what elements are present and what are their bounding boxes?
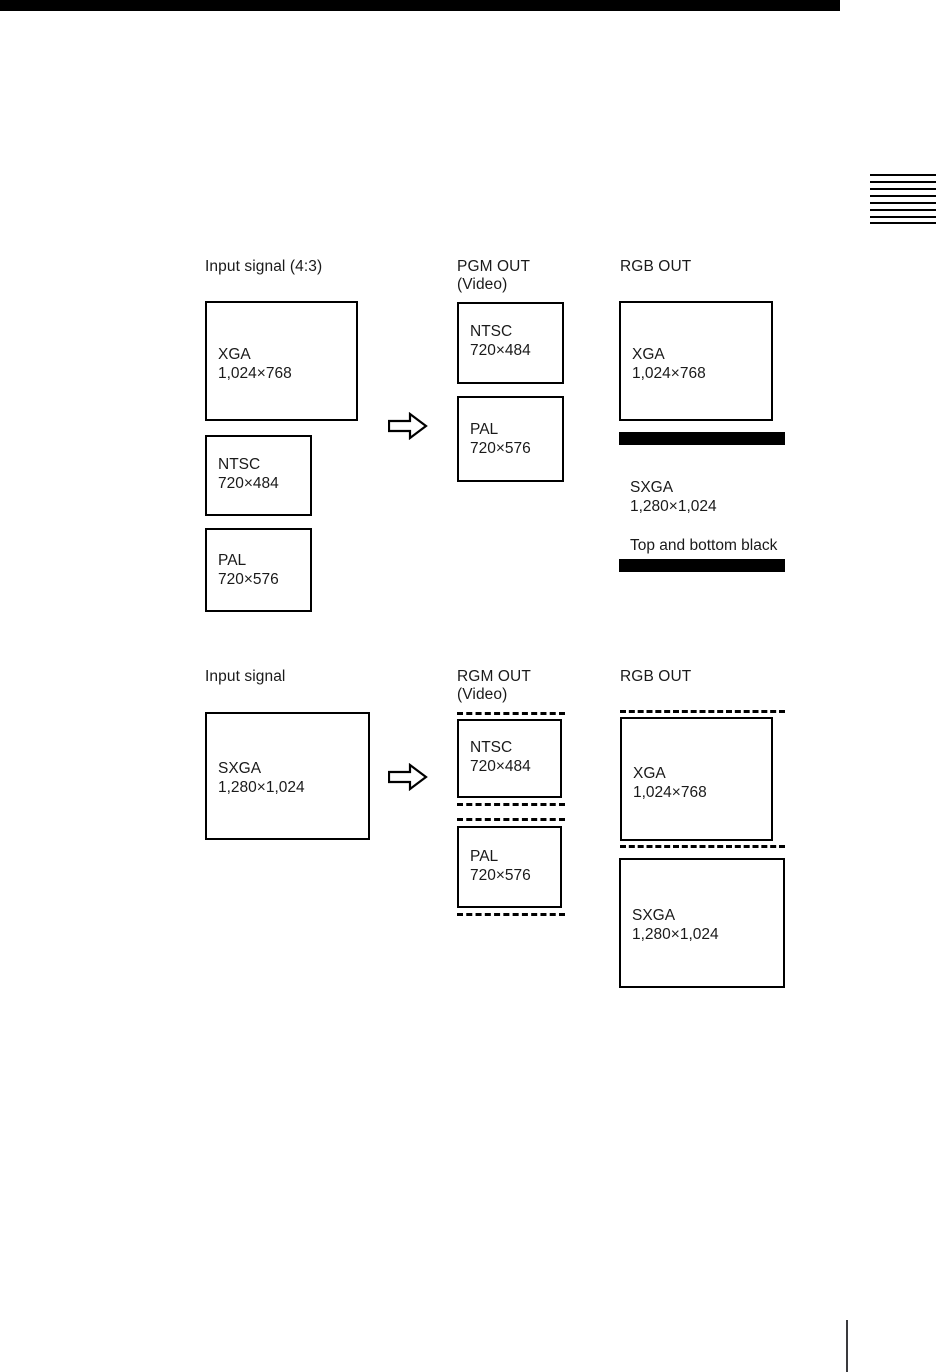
overscan-guide-rgm-pal-top [457, 818, 565, 821]
letterbox-active-area: SXGA 1,280×1,024 Top and bottom black [619, 445, 785, 559]
signal-box-rgb1-sxga-note: Top and bottom black [630, 537, 778, 554]
signal-box-rgb1-sxga-name: SXGA [630, 479, 674, 496]
signal-box-rgb1-sxga-resolution: 1,280×1,024 [630, 498, 717, 515]
signal-box-rgm-pal-resolution: 720×576 [470, 867, 531, 884]
signal-box-pgm-pal-resolution: 720×576 [470, 440, 531, 457]
signal-box-rgm-ntsc-resolution: 720×484 [470, 758, 531, 775]
signal-box-rgb1-xga: XGA 1,024×768 [619, 301, 773, 421]
signal-box-rgm-pal: PAL 720×576 [457, 826, 562, 908]
column-label-rgb-out-2: RGB OUT [620, 668, 692, 685]
overscan-guide-rgm-pal-bottom [457, 913, 565, 916]
overscan-guide-rgb2-xga-bottom [620, 845, 785, 848]
signal-box-input2-sxga: SXGA 1,280×1,024 [205, 712, 370, 840]
signal-box-pgm-ntsc-name: NTSC [470, 323, 513, 340]
signal-box-rgm-ntsc: NTSC 720×484 [457, 719, 562, 798]
overscan-guide-rgb2-xga-top [620, 710, 785, 713]
column-label-input-4-3: Input signal (4:3) [205, 258, 323, 275]
signal-box-rgm-pal-name: PAL [470, 848, 499, 865]
column-label-input-sxga: Input signal [205, 668, 286, 685]
signal-box-rgb2-xga-name: XGA [633, 765, 666, 782]
flow-arrow-icon-2 [388, 763, 428, 791]
column-label-rgm-out: RGM OUT (Video) [457, 668, 531, 703]
signal-box-rgb1-sxga: SXGA 1,280×1,024 Top and bottom black [619, 432, 785, 572]
signal-box-pgm-ntsc: NTSC 720×484 [457, 302, 564, 384]
overscan-guide-rgm-ntsc-bottom [457, 803, 565, 806]
signal-box-rgb2-sxga-resolution: 1,280×1,024 [632, 926, 719, 943]
signal-box-rgb1-xga-name: XGA [632, 346, 665, 363]
signal-box-input-ntsc: NTSC 720×484 [205, 435, 312, 516]
column-label-pgm-out: PGM OUT (Video) [457, 258, 531, 293]
signal-box-pgm-pal-name: PAL [470, 421, 499, 438]
signal-box-rgb2-sxga-name: SXGA [632, 907, 676, 924]
signal-box-pgm-ntsc-resolution: 720×484 [470, 342, 531, 359]
footer-vertical-rule [846, 1320, 848, 1372]
signal-box-pgm-pal: PAL 720×576 [457, 396, 564, 482]
signal-box-rgb2-xga: XGA 1,024×768 [620, 717, 773, 841]
signal-box-input-pal: PAL 720×576 [205, 528, 312, 612]
signal-box-input-ntsc-name: NTSC [218, 456, 261, 473]
signal-box-input-pal-resolution: 720×576 [218, 571, 279, 588]
header-black-rule [0, 0, 840, 11]
signal-box-rgb1-xga-resolution: 1,024×768 [632, 365, 706, 382]
signal-box-input-pal-name: PAL [218, 552, 247, 569]
thumb-index-marker [870, 174, 936, 224]
signal-box-input-xga-resolution: 1,024×768 [218, 365, 292, 382]
signal-box-input-xga: XGA 1,024×768 [205, 301, 358, 421]
signal-box-input-xga-name: XGA [218, 346, 251, 363]
signal-box-rgb2-xga-resolution: 1,024×768 [633, 784, 707, 801]
signal-box-input2-sxga-name: SXGA [218, 760, 262, 777]
flow-arrow-icon-1 [388, 412, 428, 440]
signal-box-rgm-ntsc-name: NTSC [470, 739, 513, 756]
column-label-rgb-out-1: RGB OUT [620, 258, 692, 275]
signal-box-input2-sxga-resolution: 1,280×1,024 [218, 779, 305, 796]
signal-box-input-ntsc-resolution: 720×484 [218, 475, 279, 492]
overscan-guide-rgm-ntsc-top [457, 712, 565, 715]
signal-box-rgb2-sxga: SXGA 1,280×1,024 [619, 858, 785, 988]
